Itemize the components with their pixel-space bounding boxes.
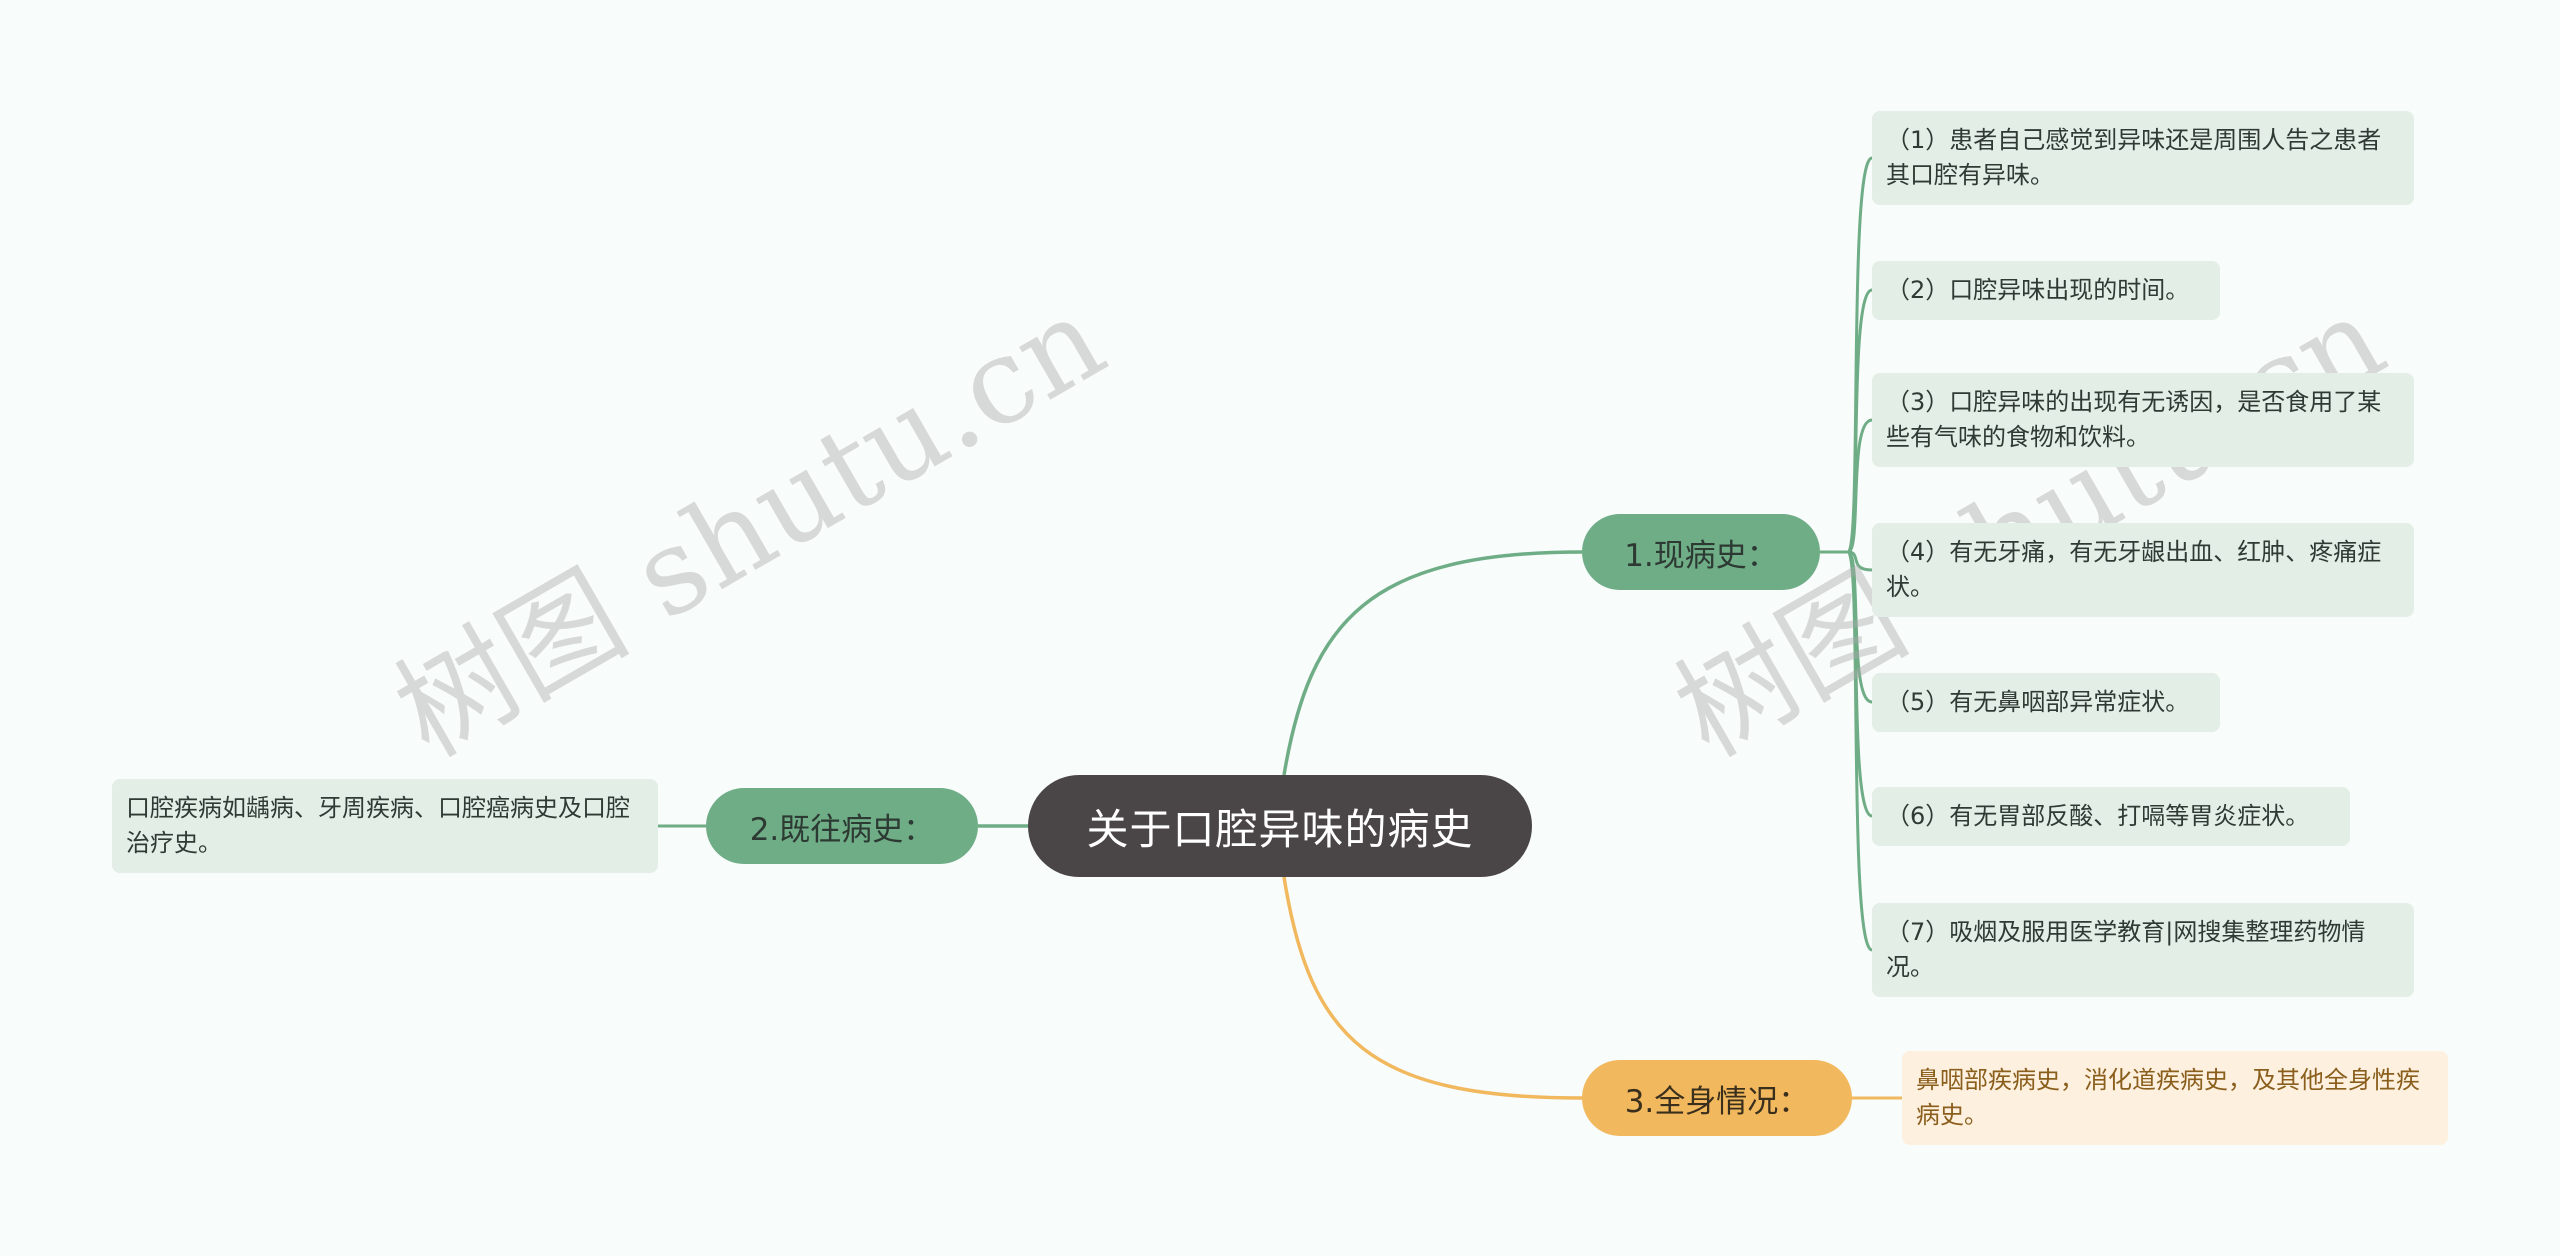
leaf-past-1[interactable]: 口腔疾病如龋病、牙周疾病、口腔癌病史及口腔治疗史。: [112, 779, 658, 873]
leaf-present-6[interactable]: （6）有无胃部反酸、打嗝等胃炎症状。: [1872, 787, 2350, 846]
link-b1-leaf-5: [1820, 550, 1873, 704]
link-b1-leaf-2: [1820, 288, 1873, 554]
branch-label: 1.现病史：: [1624, 537, 1778, 574]
branch-past-history[interactable]: 2.既往病史：: [706, 788, 978, 864]
link-root-branch-3: [1282, 876, 1583, 1100]
leaf-present-1[interactable]: （1）患者自己感觉到异味还是周围人告之患者其口腔有异味。: [1872, 111, 2414, 205]
leaf-present-7[interactable]: （7）吸烟及服用医学教育|网搜集整理药物情况。: [1872, 903, 2414, 997]
branch-general-condition[interactable]: 3.全身情况：: [1582, 1060, 1852, 1136]
leaf-present-3[interactable]: （3）口腔异味的出现有无诱因，是否食用了某些有气味的食物和饮料。: [1872, 373, 2414, 467]
leaf-general-1[interactable]: 鼻咽部疾病史，消化道疾病史，及其他全身性疾病史。: [1902, 1051, 2448, 1145]
link-b1-leaf-6: [1820, 550, 1873, 818]
root-topic-label: 关于口腔异味的病史: [1086, 804, 1474, 854]
link-root-branch-1: [1282, 550, 1583, 776]
branch-present-illness[interactable]: 1.现病史：: [1582, 514, 1820, 590]
link-b1-leaf-3: [1820, 418, 1873, 554]
branch-label: 2.既往病史：: [749, 811, 935, 848]
leaf-present-4[interactable]: （4）有无牙痛，有无牙龈出血、红肿、疼痛症状。: [1872, 523, 2414, 617]
leaf-present-5[interactable]: （5）有无鼻咽部异常症状。: [1872, 673, 2220, 732]
link-b1-leaf-1: [1820, 156, 1874, 554]
link-b1-leaf-7: [1820, 550, 1874, 952]
root-topic[interactable]: 关于口腔异味的病史: [1028, 775, 1532, 877]
leaf-present-2[interactable]: （2）口腔异味出现的时间。: [1872, 261, 2220, 320]
link-b1-leaf-4: [1820, 550, 1873, 572]
branch-label: 3.全身情况：: [1624, 1083, 1810, 1120]
